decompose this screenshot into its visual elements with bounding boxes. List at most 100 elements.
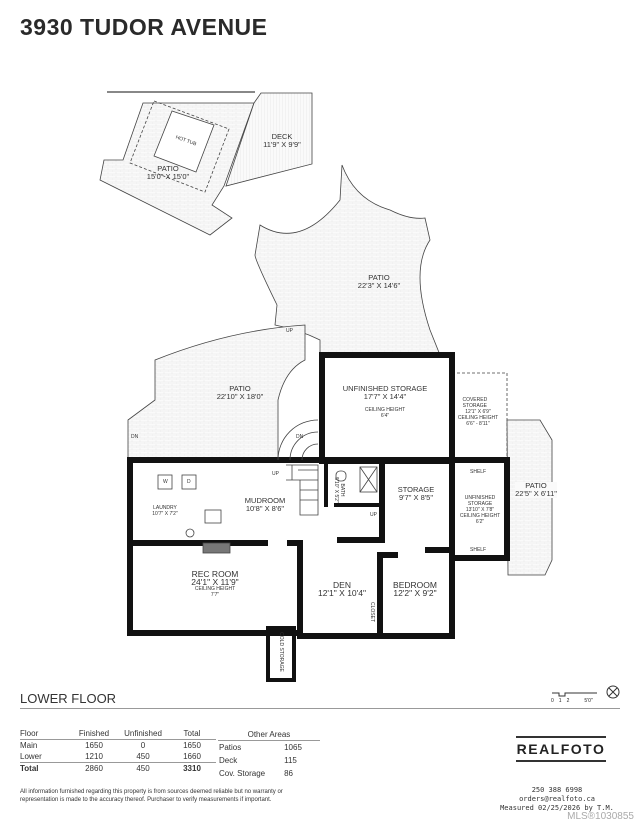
cell: Deck <box>219 756 238 765</box>
cell: 1650 <box>183 741 201 750</box>
floor-plan <box>99 91 553 682</box>
cold-storage-walls <box>266 626 296 682</box>
cell: Cov. Storage <box>219 769 266 778</box>
cell: 450 <box>118 762 172 774</box>
column-header: Other Areas <box>218 729 320 741</box>
table-row: Deck 115 <box>218 754 320 767</box>
cell: Main <box>20 741 38 750</box>
water-heater <box>185 528 195 538</box>
washer <box>157 474 173 490</box>
room-name: LAUNDRY <box>153 505 177 511</box>
room-dims: 10'7" X 7'2" <box>152 511 178 517</box>
phone: 250 388 6998 <box>531 786 583 794</box>
room-name: PATIO <box>157 164 179 173</box>
room-name: COVERED STORAGE <box>462 397 488 409</box>
area-table: Floor Finished Unfinished Total Main 1650… <box>20 729 216 774</box>
bath-walls <box>324 460 382 507</box>
room-name: PATIO <box>525 481 547 490</box>
scale-tick: 0 <box>551 698 554 704</box>
laundry-sink <box>204 509 222 524</box>
room-name: BATH <box>339 483 345 497</box>
ceiling-height: 6'4" <box>380 413 390 419</box>
table-header: Floor Finished Unfinished Total <box>20 729 216 740</box>
cell: Patios <box>219 743 242 752</box>
column-header: Unfinished <box>118 729 172 740</box>
cell: 2860 <box>74 762 118 774</box>
washer-label: W <box>163 479 168 485</box>
mls-number: MLS®1030855 <box>567 811 634 822</box>
north-arrow-icon <box>606 685 620 699</box>
room-dims: 22'5" X 6'11" <box>515 489 557 498</box>
room-name: DECK <box>271 132 293 141</box>
room-name: UNFINISHED STORAGE <box>342 384 428 393</box>
room-name: MUDROOM <box>244 496 286 505</box>
email: orders@realfoto.ca <box>519 795 595 803</box>
up-label: UP <box>272 471 279 477</box>
scale-tick: 1 <box>558 698 562 704</box>
scale-tick: 5'0" <box>584 698 593 704</box>
cell: 0 <box>140 741 146 750</box>
upper-patio <box>254 164 441 356</box>
divider <box>20 708 620 709</box>
cell: 86 <box>284 769 294 778</box>
room-dims: 22'10" X 18'0" <box>216 392 264 401</box>
ceiling-label: CEILING HEIGHT <box>364 407 406 413</box>
scale-bar-graphic <box>552 685 620 699</box>
cell: Lower <box>20 752 42 761</box>
table-row: Lower 1210 450 1660 <box>20 751 216 763</box>
unfinished-storage-2-walls <box>449 457 510 561</box>
hot-tub-border <box>129 100 230 193</box>
table-row: Cov. Storage 86 <box>218 767 320 780</box>
stairs <box>286 464 319 516</box>
cell: 1210 <box>85 752 103 761</box>
cell: 115 <box>284 756 297 765</box>
room-dims: 12'2" X 9'2" <box>393 588 437 598</box>
ceiling-label: CEILING HEIGHT <box>459 513 501 519</box>
floor-name: LOWER FLOOR <box>20 691 117 706</box>
up-label: UP <box>286 328 293 334</box>
ceiling-label: CEILING HEIGHT <box>194 586 236 592</box>
brand-logo: REALFOTO <box>516 736 606 762</box>
cell: 1660 <box>183 752 201 761</box>
dryer-label: D <box>187 479 191 485</box>
cell: 450 <box>136 752 150 761</box>
room-name: PATIO <box>368 273 390 282</box>
scale-tick: 2 <box>566 698 570 704</box>
shelf-label-top: SHELF <box>470 469 487 475</box>
cell: Total <box>20 762 74 774</box>
ceiling-height: 6'2" <box>475 519 485 525</box>
column-header: Total <box>172 729 216 740</box>
measured-note: Measured 02/25/2026 by T.M. <box>500 804 614 812</box>
hot-tub <box>153 110 215 173</box>
cell: 1650 <box>85 741 103 750</box>
brand-contact: 250 388 6998 orders@realfoto.ca Measured… <box>490 786 624 813</box>
dn-label: DN <box>131 434 139 440</box>
covered-storage-area <box>451 372 508 461</box>
room-dims: 9'7" X 8'5" <box>398 493 434 502</box>
ceiling-height: 6'6" - 8'11" <box>466 421 490 427</box>
room-dims: 17'7" X 14'4" <box>363 392 407 401</box>
column-header: Floor <box>20 729 74 740</box>
ceiling-height: 7'7" <box>210 592 220 598</box>
left-patio <box>127 324 306 461</box>
property-title: 3930 TUDOR AVENUE <box>20 14 268 40</box>
den-walls <box>337 537 398 639</box>
room-dims: 12'1" X 10'4" <box>317 588 367 598</box>
dn-label: DN <box>296 434 304 440</box>
room-dims: 13'10" X 7'8" <box>465 507 495 513</box>
table-row: Main 1650 0 1650 <box>20 740 216 752</box>
